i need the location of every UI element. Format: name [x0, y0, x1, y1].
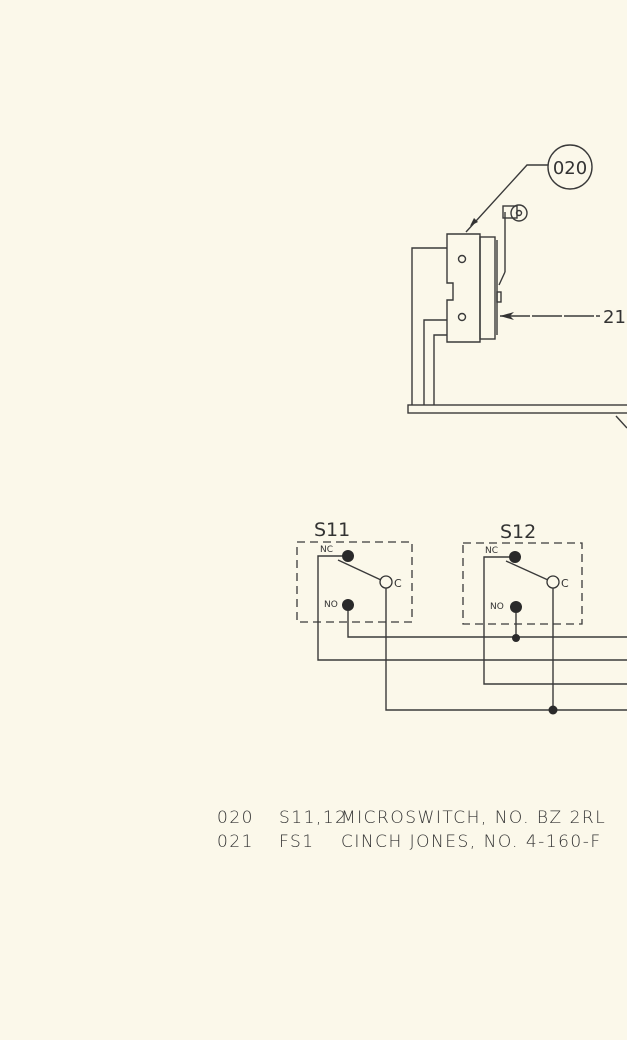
reference: S11,12 — [279, 808, 348, 828]
parts-list-row: 021 FS1 CINCH JONES, NO. 4-160-F — [217, 830, 606, 854]
arrowhead-icon — [500, 312, 514, 320]
switch-label: S12 — [500, 521, 536, 543]
switch-s12: S12 NC C NO — [462, 521, 627, 715]
callout-21: 21 — [603, 307, 626, 328]
microswitch-assembly: 020 21 — [407, 144, 627, 429]
description: MICROSWITCH, NO. BZ 2RL — [341, 808, 607, 828]
item-number: 021 — [217, 832, 254, 852]
nc-label: NC — [485, 546, 498, 556]
nc-label: NC — [320, 545, 333, 555]
parts-list: 020 S11,12MICROSWITCH, NO. BZ 2RL 021 FS1 C… — [217, 806, 606, 854]
leader-line-020 — [465, 164, 548, 233]
callout-circle-020 — [547, 144, 593, 190]
junction-dot — [512, 634, 520, 642]
reference: FS1 — [279, 832, 315, 852]
callout-020: 020 — [553, 158, 587, 179]
no-label: NO — [490, 602, 504, 612]
junction-dot — [548, 705, 558, 715]
roller-icon — [510, 204, 528, 222]
switch-label: S11 — [314, 519, 350, 541]
c-label: C — [561, 577, 569, 590]
no-label: NO — [324, 600, 338, 610]
description: CINCH JONES, NO. 4-160-F — [341, 832, 602, 852]
parts-list-row: 020 S11,12MICROSWITCH, NO. BZ 2RL — [217, 806, 606, 830]
item-number: 020 — [217, 808, 254, 828]
switch-s11: S11 NC C NO — [296, 519, 627, 711]
arrowhead-icon — [470, 218, 478, 226]
c-label: C — [394, 577, 402, 590]
